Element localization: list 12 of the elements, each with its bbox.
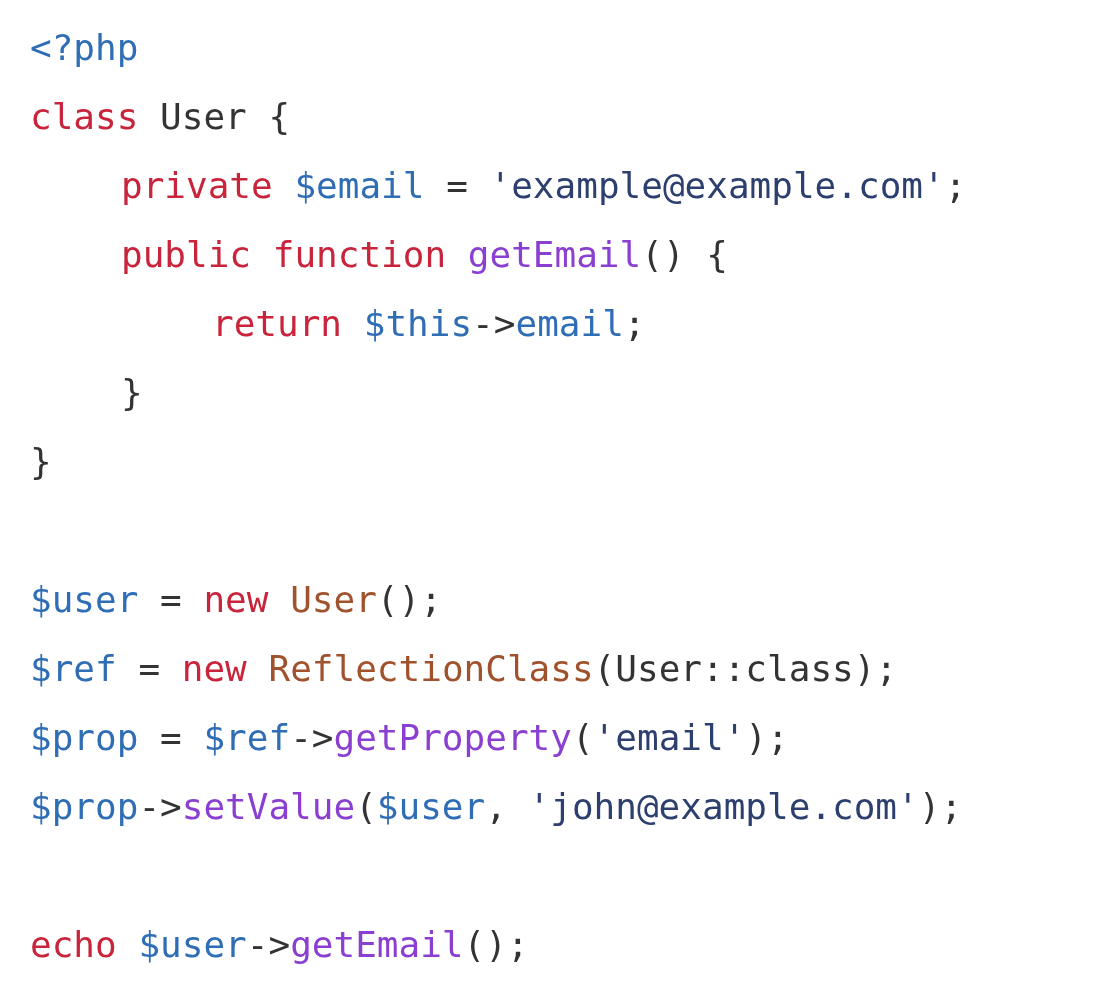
code-line: private $email = 'example@example.com'; bbox=[121, 164, 967, 208]
code-line: } bbox=[30, 440, 52, 484]
code-line: $ref = new ReflectionClass(User::class); bbox=[30, 647, 898, 691]
code-line: $prop->setValue($user, 'john@example.com'); bbox=[30, 785, 963, 829]
code-line: <?php bbox=[30, 26, 139, 70]
code-line: $user = new User(); bbox=[30, 578, 442, 622]
code-line: public function getEmail() { bbox=[121, 233, 728, 277]
code-line: echo $user->getEmail(); bbox=[30, 923, 529, 967]
code-line: class User { bbox=[30, 95, 291, 139]
code-line: } bbox=[121, 371, 143, 415]
code-line: return $this->email; bbox=[212, 302, 646, 346]
code-line: $prop = $ref->getProperty('email'); bbox=[30, 716, 789, 760]
